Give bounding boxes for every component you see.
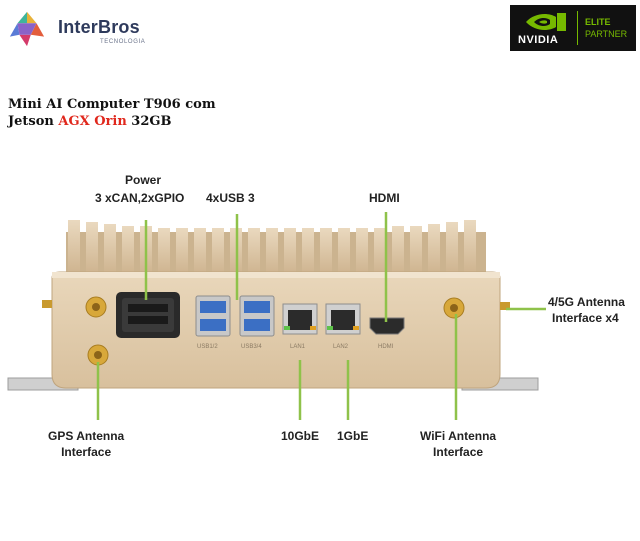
nvidia-eye-icon: [526, 13, 566, 31]
port-label-usb12: USB1/2: [197, 344, 218, 350]
product-title: Mini AI Computer T906 com Jetson AGX Ori…: [8, 96, 216, 130]
sma-connector-gps: [87, 344, 109, 366]
hdmi-port: [369, 317, 405, 335]
side-stud-left: [42, 300, 52, 308]
interbros-logo-icon: [9, 11, 45, 47]
label-hdmi: HDMI: [369, 191, 400, 205]
product-title-line1: Mini AI Computer T906 com: [8, 97, 216, 112]
label-cellular-antenna: 4/5G Antenna Interface x4: [548, 294, 625, 326]
label-can-gpio: 3 xCAN,2xGPIO: [95, 191, 185, 205]
interbros-logo: InterBros TECNOLOGIA: [8, 10, 168, 50]
label-wifi-line1: WiFi Antenna: [420, 429, 497, 443]
usb-ports-1-2: [195, 295, 231, 337]
port-label-lan1: LAN1: [290, 344, 306, 350]
power-can-gpio-connector: [116, 292, 180, 338]
title-highlight: AGX Orin: [58, 114, 127, 129]
lan1-port: [282, 303, 318, 335]
nvidia-elite-partner-badge: NVIDIA ELITE PARTNER: [510, 5, 636, 51]
label-10gbe: 10GbE: [281, 429, 320, 443]
nvidia-wordmark: NVIDIA: [518, 34, 559, 46]
callout-lines: [96, 212, 546, 420]
usb-ports-3-4: [239, 295, 275, 337]
title-suffix: 32GB: [126, 114, 172, 129]
label-wifi-antenna: WiFi Antenna Interface: [420, 428, 496, 460]
mounting-bracket-right: [461, 377, 539, 391]
port-label-hdmi: HDMI: [378, 344, 394, 350]
badge-elite-label: ELITE: [585, 17, 611, 27]
label-cellular-line1: 4/5G Antenna: [548, 295, 625, 309]
label-gps-antenna: GPS Antenna Interface: [48, 428, 124, 460]
mounting-bracket-left: [7, 377, 79, 391]
title-prefix: Jetson: [8, 114, 59, 129]
port-label-lan2: LAN2: [333, 344, 349, 350]
label-cellular-line2: Interface x4: [552, 311, 619, 325]
product-title-line2: Jetson AGX Orin 32GB: [8, 113, 216, 130]
sma-connector-1: [85, 296, 107, 318]
lan2-port: [325, 303, 361, 335]
badge-partner-label: PARTNER: [585, 29, 628, 39]
label-power: Power: [125, 173, 162, 187]
heatsink-fins: [66, 220, 486, 276]
label-gps-line2: Interface: [61, 445, 112, 459]
label-usb3: 4xUSB 3: [206, 191, 255, 205]
side-stud-right: [500, 302, 510, 310]
badge-divider: [577, 11, 578, 45]
chassis-front: [51, 271, 501, 389]
port-label-usb34: USB3/4: [241, 344, 262, 350]
brand-name: InterBros: [58, 17, 140, 37]
brand-tagline: TECNOLOGIA: [100, 39, 146, 45]
sma-connector-wifi: [443, 297, 465, 319]
label-1gbe: 1GbE: [337, 429, 369, 443]
label-gps-line1: GPS Antenna: [48, 429, 125, 443]
label-wifi-line2: Interface: [433, 445, 484, 459]
